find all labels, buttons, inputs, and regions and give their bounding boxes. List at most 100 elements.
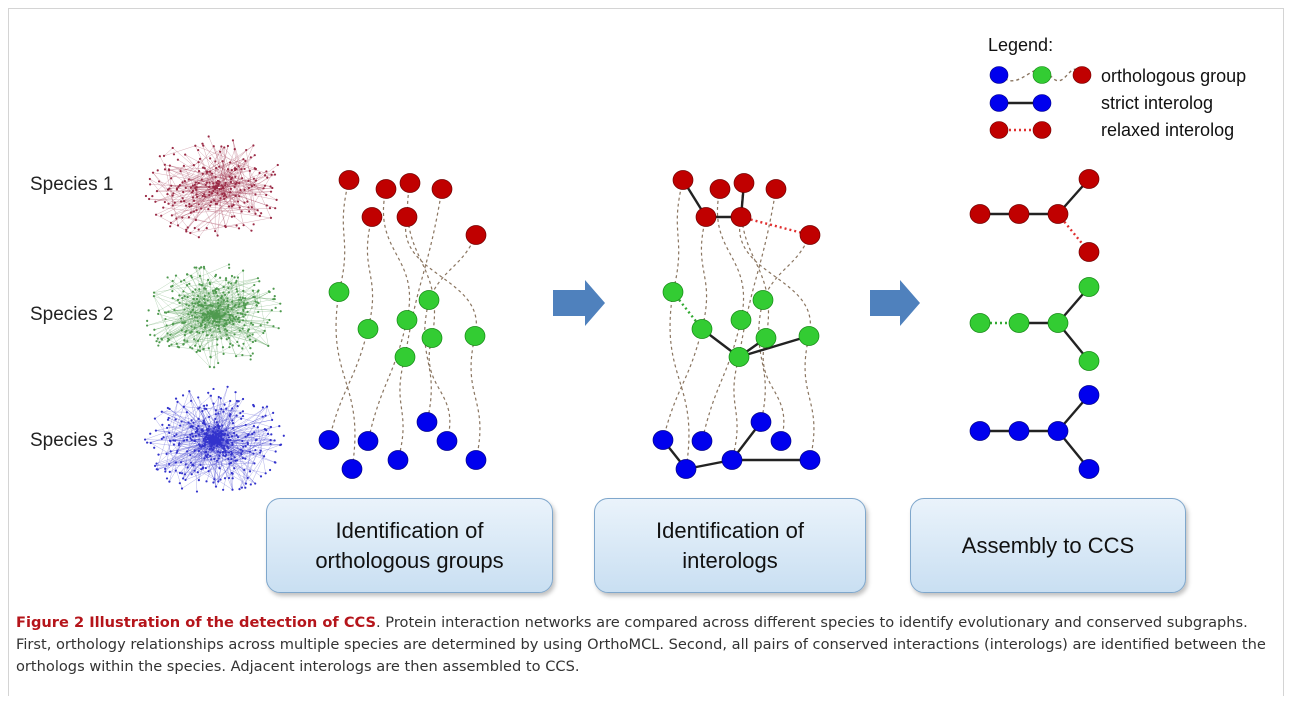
network-node bbox=[189, 231, 192, 235]
species-1-node bbox=[1078, 242, 1100, 262]
network-edge bbox=[249, 429, 266, 472]
network-edge bbox=[207, 291, 238, 313]
network-node bbox=[169, 221, 172, 224]
network-edge bbox=[149, 178, 183, 199]
network-node bbox=[247, 186, 251, 190]
network-node bbox=[196, 330, 199, 334]
network-node bbox=[165, 324, 168, 327]
network-node bbox=[194, 434, 197, 438]
network-node bbox=[228, 175, 231, 178]
network-edge bbox=[213, 433, 269, 483]
species-2-node bbox=[798, 326, 820, 346]
network-edge bbox=[182, 436, 213, 479]
network-node bbox=[228, 462, 231, 465]
network-node bbox=[203, 443, 206, 446]
network-node bbox=[206, 438, 210, 441]
network-node bbox=[189, 433, 192, 436]
network-node bbox=[210, 443, 214, 447]
network-node bbox=[272, 287, 275, 290]
network-node bbox=[185, 230, 188, 233]
network-node bbox=[189, 437, 192, 440]
network-edge bbox=[172, 306, 204, 325]
network-node bbox=[223, 447, 226, 450]
network-edge bbox=[202, 411, 224, 430]
network-edge bbox=[162, 424, 183, 489]
network-node bbox=[241, 296, 244, 299]
network-node bbox=[226, 318, 230, 322]
network-node bbox=[214, 160, 217, 163]
network-node bbox=[241, 439, 244, 443]
network-node bbox=[213, 457, 216, 461]
species-3-node bbox=[652, 430, 674, 450]
network-node bbox=[226, 297, 229, 300]
species-1-node bbox=[396, 207, 418, 227]
network-node bbox=[228, 266, 231, 269]
network-node bbox=[178, 482, 181, 485]
network-edge bbox=[206, 171, 271, 187]
network-node bbox=[255, 438, 258, 441]
network-edge bbox=[171, 147, 225, 179]
network-node bbox=[249, 483, 252, 486]
network-node bbox=[160, 437, 163, 440]
network-node bbox=[213, 315, 216, 319]
network-node bbox=[190, 330, 193, 333]
network-node bbox=[198, 331, 201, 334]
network-edge bbox=[202, 167, 256, 214]
network-node bbox=[168, 431, 171, 435]
network-edge bbox=[245, 433, 253, 484]
network-node bbox=[273, 295, 276, 298]
network-edge bbox=[230, 162, 272, 175]
network-node bbox=[223, 403, 226, 406]
step-arrow-2 bbox=[870, 280, 920, 326]
network-node bbox=[215, 181, 218, 184]
network-edge bbox=[172, 275, 177, 287]
network-node bbox=[191, 347, 194, 350]
species-2-node bbox=[1047, 313, 1069, 333]
network-edge bbox=[210, 304, 270, 321]
network-node bbox=[248, 470, 252, 473]
species-1-node bbox=[695, 207, 717, 227]
network-node bbox=[212, 182, 215, 185]
network-node bbox=[230, 457, 233, 461]
network-node bbox=[211, 289, 215, 292]
species-3-node bbox=[691, 431, 713, 451]
step-1-line-2: orthologous groups bbox=[315, 547, 504, 573]
network-node bbox=[146, 441, 149, 444]
network-node bbox=[272, 298, 275, 301]
network-edge bbox=[153, 264, 230, 297]
network-node bbox=[273, 439, 276, 442]
network-node bbox=[261, 406, 265, 409]
network-node bbox=[214, 485, 218, 488]
network-node bbox=[187, 178, 190, 181]
network-edge bbox=[198, 177, 268, 230]
network-node bbox=[202, 420, 205, 424]
network-node bbox=[251, 323, 255, 326]
species-2-node bbox=[728, 347, 750, 367]
network-node bbox=[172, 153, 176, 156]
network-node bbox=[212, 189, 215, 193]
network-node bbox=[209, 445, 212, 448]
network-node bbox=[204, 441, 207, 444]
network-node bbox=[208, 447, 211, 451]
network-node bbox=[253, 462, 256, 465]
network-node bbox=[219, 451, 222, 454]
network-node bbox=[199, 309, 202, 312]
network-node bbox=[214, 409, 218, 412]
network-node bbox=[181, 216, 184, 219]
network-node bbox=[230, 282, 233, 285]
network-edge bbox=[218, 315, 221, 332]
species-1-node bbox=[1008, 204, 1030, 224]
network-edge bbox=[223, 325, 243, 349]
network-node bbox=[222, 488, 225, 491]
network-node bbox=[198, 267, 201, 270]
network-edge bbox=[242, 305, 257, 349]
network-node bbox=[212, 320, 215, 323]
network-node bbox=[204, 436, 207, 439]
network-node bbox=[177, 443, 181, 447]
network-node bbox=[166, 340, 169, 343]
network-node bbox=[192, 163, 195, 167]
network-node bbox=[181, 394, 185, 397]
network-node bbox=[195, 490, 199, 493]
network-node bbox=[208, 315, 211, 318]
network-node bbox=[224, 181, 227, 185]
